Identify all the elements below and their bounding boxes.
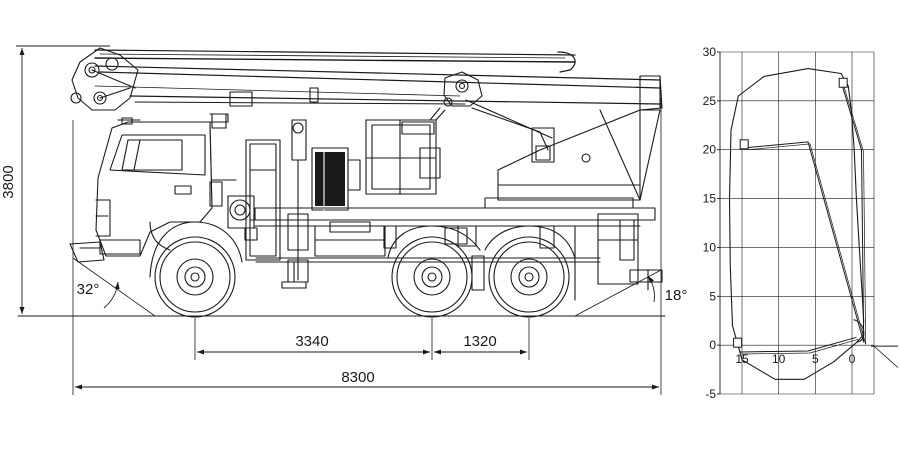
boom-reach-line [745,141,865,343]
rear-wheel [488,236,570,318]
x-tick-label: 10 [772,352,786,366]
basket [365,107,446,195]
y-tick-label: 25 [703,94,717,108]
basket-position-marker [733,337,743,348]
y-tick-label: 15 [703,192,717,206]
boom-hinge-rear [443,71,663,111]
height-dim-label: 3800 [0,165,17,198]
truck-base-outline [853,319,865,343]
front-wheel [149,221,243,318]
dimension-labels: 3800 3340 1320 8300 32° 18° [0,165,687,386]
chart-ground-slope [873,345,899,368]
departure-angle-line [574,269,662,317]
x-tick-label: 5 [812,352,819,366]
rear-fender [484,225,576,259]
y-tick-label: 0 [709,338,716,352]
y-tick-label: 30 [703,45,717,59]
basket-position-marker [739,139,749,150]
wheelbase-dim-label: 3340 [295,333,328,350]
approach-angle-label: 32° [77,281,100,298]
y-tick-label: 20 [703,143,717,157]
rear-axle-dim-label: 1320 [463,333,496,350]
working-zone-envelope [728,68,865,380]
boom-reach-line [842,83,867,345]
boom-arms [94,49,661,107]
y-tick-label: 10 [703,240,717,254]
engine-section [245,119,361,283]
approach-angle-line [72,257,156,317]
middle-wheel [391,236,473,318]
truck-side-view [17,47,666,318]
y-tick-label: -5 [705,387,716,401]
approach-angle-arc [103,281,120,309]
x-tick-label: 0 [849,352,856,366]
length-dim-label: 8300 [341,369,374,386]
middle-fender [387,225,481,259]
chassis-frame [254,207,663,301]
boom-reach-line [739,336,857,353]
y-tick-label: 5 [709,289,716,303]
departure-angle-arc [647,275,655,303]
boom-reach-line [747,143,867,345]
truck-cab [69,113,258,263]
boom-tower [465,99,661,209]
departure-angle-label: 18° [665,287,688,304]
boom-reach-line [840,81,865,343]
boom-knuckle-front [70,47,139,111]
boom-reach-line [741,338,859,355]
dimension-lines [16,45,662,395]
basket-position-marker [838,77,848,88]
